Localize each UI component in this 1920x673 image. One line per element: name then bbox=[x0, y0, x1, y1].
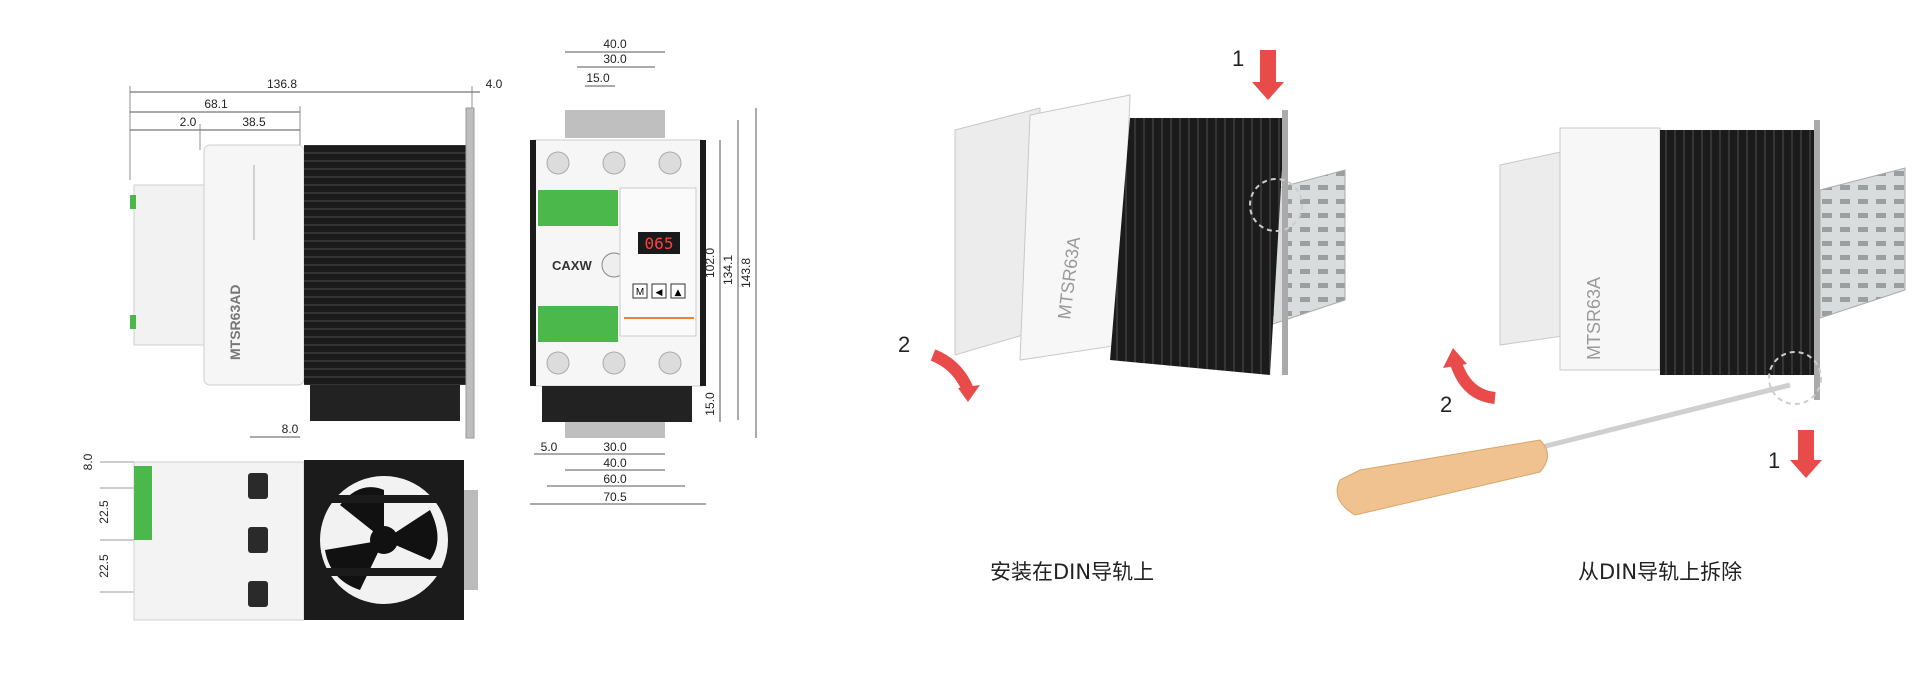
caption-install: 安装在DIN导轨上 bbox=[990, 560, 1155, 584]
dim-front-top15: 15.0 bbox=[586, 71, 610, 85]
dim-side-left-offset: 2.0 bbox=[180, 115, 197, 129]
remove-housing bbox=[1559, 127, 1661, 371]
top-terminal bbox=[134, 466, 152, 540]
remove-model-label: MTSR63A bbox=[1584, 277, 1604, 360]
dim-top-pole2: 22.5 bbox=[97, 554, 111, 578]
front-din-clip-top bbox=[565, 110, 665, 138]
dim-side-body-width: 38.5 bbox=[242, 115, 266, 129]
dim-front-b30: 30.0 bbox=[603, 440, 627, 454]
dim-front-h134: 134.1 bbox=[721, 255, 735, 285]
svg-text:M: M bbox=[636, 287, 644, 298]
remove-arrow-2 bbox=[1449, 358, 1496, 404]
side-view: 136.8 68.1 2.0 38.5 4.0 MTSR63AD bbox=[129, 77, 503, 439]
dim-side-overall: 136.8 bbox=[267, 77, 297, 91]
dim-side-clip: 4.0 bbox=[486, 77, 503, 91]
install-heatsink bbox=[1110, 118, 1285, 375]
side-fan bbox=[310, 385, 460, 421]
dim-front-top30: 30.0 bbox=[603, 52, 627, 66]
side-model-label: MTSR63AD bbox=[227, 285, 243, 360]
front-terminal-bottom bbox=[538, 306, 618, 342]
top-housing bbox=[133, 461, 305, 621]
dim-front-b15: 15.0 bbox=[703, 392, 717, 416]
front-button-up[interactable] bbox=[670, 283, 686, 299]
caption-remove: 从DIN导轨上拆除 bbox=[1578, 560, 1743, 584]
dim-front-b70: 70.5 bbox=[603, 490, 627, 504]
front-button-left[interactable] bbox=[651, 283, 667, 299]
dim-front-b60: 60.0 bbox=[603, 472, 627, 486]
front-din-clip-bottom bbox=[565, 422, 665, 438]
front-terminal-top bbox=[538, 190, 618, 226]
side-din-clip bbox=[465, 107, 475, 439]
remove-illustration: MTSR63A 1 2 bbox=[1336, 120, 1906, 516]
remove-heatsink bbox=[1660, 130, 1815, 375]
front-display-value: 065 bbox=[645, 234, 674, 253]
install-step-2: 2 bbox=[898, 332, 910, 357]
remove-step-2: 2 bbox=[1440, 392, 1452, 417]
front-brand-label: CAXW bbox=[552, 258, 592, 273]
dim-front-b40: 40.0 bbox=[603, 456, 627, 470]
top-view: 8.0 8.0 22.5 22.5 bbox=[81, 422, 478, 621]
front-button-m[interactable] bbox=[632, 283, 648, 299]
dim-front-h143: 143.8 bbox=[739, 258, 753, 288]
install-arrow-1 bbox=[1252, 50, 1284, 100]
screwdriver-handle bbox=[1336, 439, 1548, 516]
install-arrow-2 bbox=[930, 349, 974, 393]
svg-text:▲: ▲ bbox=[675, 288, 682, 298]
remove-din-rail bbox=[1819, 167, 1906, 319]
install-din-rail bbox=[1269, 169, 1346, 326]
side-terminal-block bbox=[133, 184, 205, 346]
dim-front-h102: 102.0 bbox=[703, 248, 717, 278]
install-illustration: MTSR63A 1 2 bbox=[898, 46, 1346, 402]
dim-top-pitch: 8.0 bbox=[282, 422, 299, 436]
svg-text:◀: ◀ bbox=[656, 288, 663, 298]
remove-arrow-1 bbox=[1790, 430, 1822, 478]
remove-step-1: 1 bbox=[1768, 448, 1780, 473]
front-view: 40.0 30.0 15.0 CAXW 065 M ◀ ▲ 102.0 1 bbox=[530, 37, 757, 505]
dim-front-top40: 40.0 bbox=[603, 37, 627, 51]
dim-front-b5: 5.0 bbox=[541, 440, 558, 454]
install-step-1: 1 bbox=[1232, 46, 1244, 71]
front-fan bbox=[542, 386, 692, 422]
dim-top-pole1: 22.5 bbox=[97, 500, 111, 524]
dim-top-offset: 8.0 bbox=[81, 453, 95, 470]
front-display bbox=[638, 232, 680, 254]
side-heatsink bbox=[304, 145, 470, 385]
dim-side-half: 68.1 bbox=[204, 97, 228, 111]
screwdriver-shaft bbox=[1529, 382, 1791, 453]
